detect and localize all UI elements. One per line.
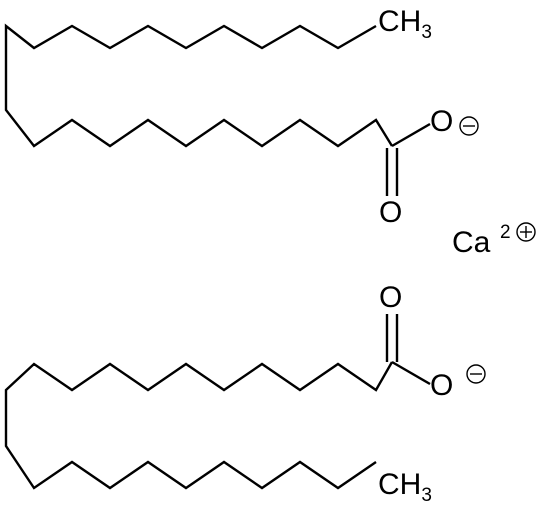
bottom-c-o-single-bond <box>391 360 431 386</box>
calcium-positive-charge-icon <box>516 222 536 242</box>
top-ch3-label: CH3 <box>378 5 432 43</box>
top-carbonyl-oxygen: O <box>379 196 402 229</box>
top-anion-oxygen: O <box>430 105 453 138</box>
calcium-charge-number: 2 <box>500 222 511 243</box>
bottom-negative-charge-icon <box>466 364 486 384</box>
bottom-carbonyl-oxygen: O <box>379 281 402 314</box>
bottom-ch3-label: CH3 <box>378 468 432 506</box>
top-negative-charge-icon <box>459 116 479 136</box>
top-c-o-single-bond <box>391 122 431 148</box>
calcium-ion-label: Ca <box>452 226 491 259</box>
top-alkyl-chain <box>4 23 394 148</box>
bottom-anion-oxygen: O <box>430 369 453 402</box>
bottom-alkyl-chain <box>4 361 394 490</box>
